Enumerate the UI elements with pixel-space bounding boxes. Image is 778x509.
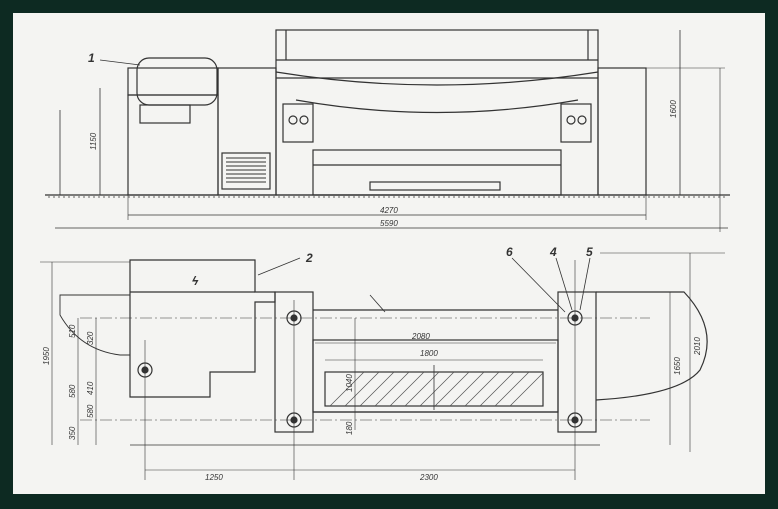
callout-2-leader [257,257,301,276]
dim-5590: 5590 [380,219,398,228]
dim-left-4: 580 [86,404,95,418]
dim-left-2: 580 [68,384,77,398]
right-gauge-icon [566,115,576,125]
dim-2080: 2080 [411,332,430,341]
callout-5: 5 [586,245,593,259]
dim-1040: 1040 [345,374,354,392]
left-base-plan [129,259,276,398]
callout-1: 1 [88,51,95,65]
callout-6: 6 [506,245,513,259]
dim-2010: 2010 [693,337,702,356]
dim-4270: 4270 [380,206,398,215]
paper-sheet [13,13,765,494]
left-apron [59,294,131,356]
dim-1150: 1150 [89,132,98,150]
left-side-block [282,103,314,143]
plan-view [40,252,725,480]
left-gauge-icon [288,115,298,125]
right-apron [595,291,708,401]
callout-2: 2 [305,251,313,265]
left-gauge-2-icon [299,115,309,125]
vent-slats [226,157,266,183]
right-column [597,67,647,196]
dim-1600: 1600 [669,100,678,118]
front-elevation [45,29,730,232]
callout-5-leader [579,257,591,311]
plan-bed [312,339,559,413]
right-side-block [560,103,592,143]
dim-180: 180 [345,421,354,435]
callout-4: 4 [549,245,557,259]
dim-left-0: 510 [68,324,77,338]
workpiece-hatching [329,371,544,407]
beam-lower-curve [295,99,579,114]
dim-1950: 1950 [42,347,51,365]
callout-6-leader [511,257,566,313]
dim-2300: 2300 [419,473,438,482]
housing-top [127,67,219,96]
dim-1800: 1800 [420,349,438,358]
bed-plate [369,181,501,191]
right-gauge-2-icon [577,115,587,125]
dim-left-3: 410 [86,381,95,395]
dim-1250: 1250 [205,473,223,482]
motor-base [139,104,191,124]
callout-1-leader [99,59,141,66]
callout-4-leader [555,257,573,311]
dim-1650: 1650 [673,357,682,375]
press-bed [312,149,562,196]
dim-left-1: 320 [86,331,95,345]
electrical-symbol-icon: ϟ [192,274,199,288]
vent-grill [221,152,271,190]
dim-left-5: 350 [68,426,77,440]
